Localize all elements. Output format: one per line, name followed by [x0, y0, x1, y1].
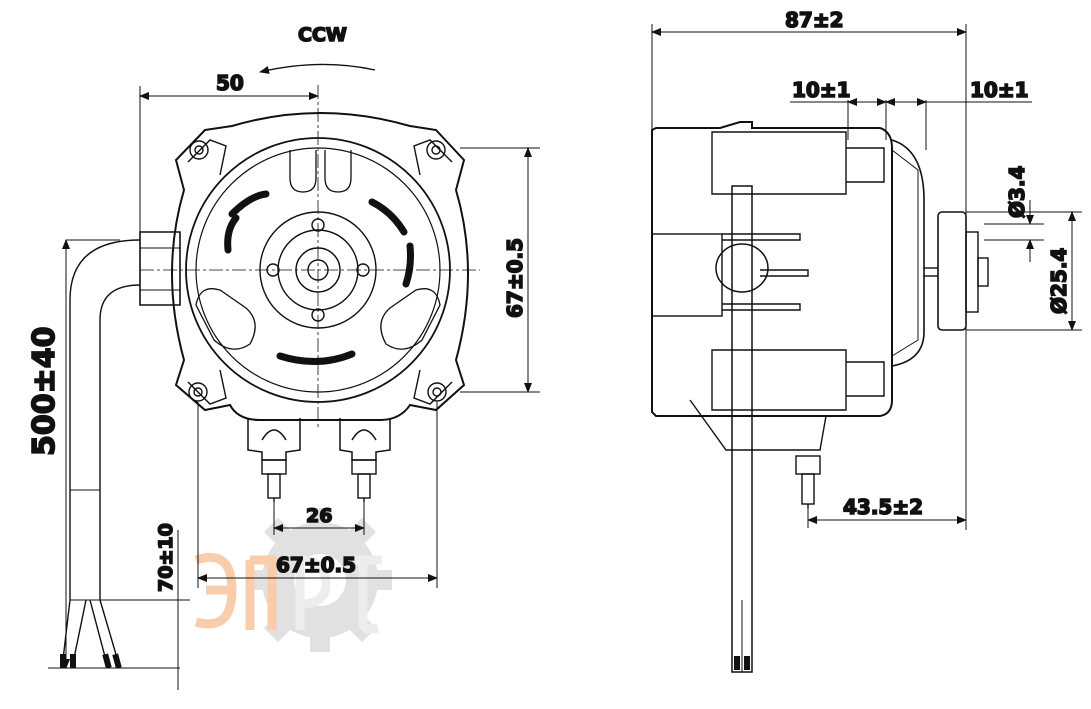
dim-strip-length-label: 70±10: [155, 523, 177, 592]
cooling-fins: [722, 233, 809, 311]
bottom-bracket: [689, 399, 827, 451]
terminal-housing: [247, 418, 391, 461]
bearing-boss: [965, 231, 979, 313]
rotation-label: CCW: [298, 24, 347, 46]
dim-strip-length: [100, 530, 190, 690]
center-lines: [140, 85, 480, 430]
coil-top: [711, 131, 847, 195]
dim-cable-length-label: 500±40: [27, 326, 62, 456]
dim-overall-length-label: 87±2: [785, 8, 844, 32]
cable-tips: [60, 653, 122, 669]
dim-flange-diameter: [966, 211, 1082, 331]
dim-flange-diameter-label: Ø25.4: [1047, 248, 1071, 314]
dim-terminal-spacing-label: 26: [306, 505, 332, 527]
front-cap: [891, 139, 925, 367]
dim-terminal-distance-label: 43.5±2: [843, 495, 923, 519]
dim-height-label: 67±0.5: [503, 238, 527, 318]
dim-right-offset-label: 10±1: [970, 78, 1029, 102]
cable-tips: [734, 656, 750, 670]
side-terminal: [795, 455, 821, 508]
side-view: 87±2 10±1 10±1: [651, 7, 1082, 673]
dim-cable-length: [48, 239, 180, 669]
ventilation-slots: [195, 150, 441, 366]
watermark-logo: [194, 508, 392, 652]
motor-housing-outline: [171, 112, 469, 421]
flange: [937, 211, 967, 331]
dim-top-width: [139, 86, 319, 232]
dim-bottom-width-label: 67±0.5: [276, 553, 356, 577]
dim-right-offset: [885, 98, 1032, 150]
front-view: CCW: [26, 23, 540, 690]
dim-terminal-distance: [807, 508, 967, 528]
mounting-hole: [188, 140, 447, 402]
terminal-pin: [261, 459, 377, 502]
cable-exit-block: [139, 231, 181, 306]
power-cable: [61, 239, 141, 669]
motor-body-side: [651, 121, 893, 417]
dim-top-width-label: 50: [216, 71, 244, 95]
stator-stack: [651, 233, 723, 317]
dim-left-offset-label: 10±1: [792, 78, 851, 102]
dim-height: [460, 147, 540, 393]
watermark-letters: [194, 552, 382, 634]
dim-shaft-diameter-label: Ø3.4: [1005, 166, 1029, 218]
coil-bottom: [711, 349, 847, 411]
cable-stem: [715, 185, 769, 673]
dim-bottom-width: [197, 402, 438, 588]
dim-terminal-spacing: [273, 502, 365, 535]
dim-left-offset: [790, 98, 887, 140]
shaft: [977, 257, 989, 287]
rotation-arrow: [259, 63, 376, 74]
